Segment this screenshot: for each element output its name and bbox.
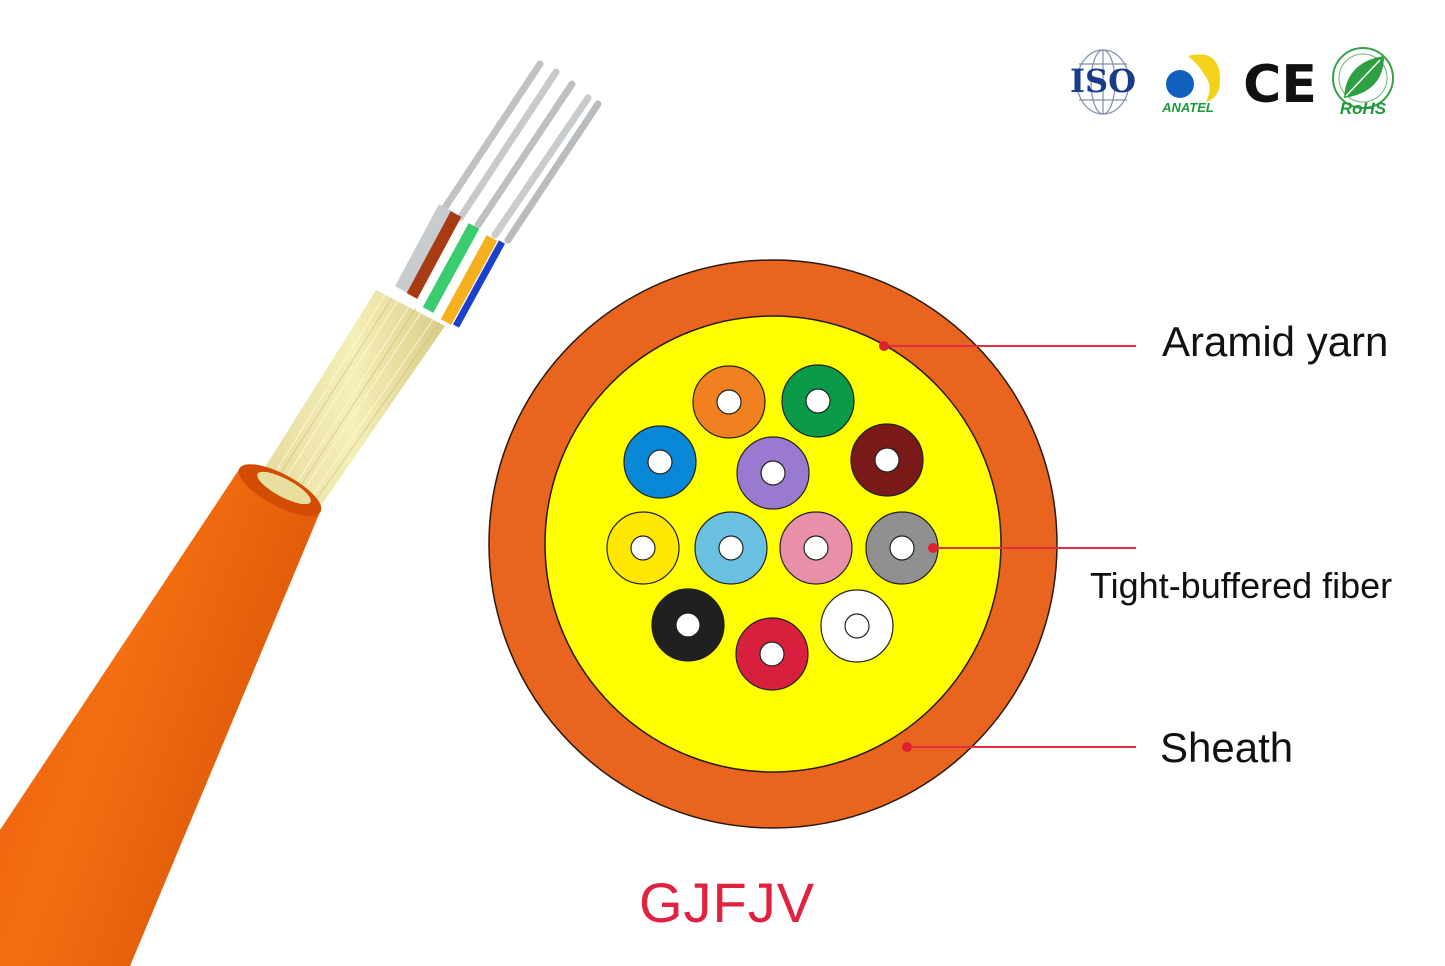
fiber-violet bbox=[736, 436, 810, 510]
certification-logos: ISO ANATEL CE RoHS bbox=[1062, 46, 1398, 118]
fiber-bundle bbox=[606, 364, 939, 691]
fiber-red bbox=[735, 617, 809, 691]
cable-illustration bbox=[0, 60, 602, 966]
leader-sheath bbox=[902, 742, 1136, 752]
tight-buffers bbox=[394, 204, 506, 328]
label-aramid-yarn: Aramid yarn bbox=[1162, 318, 1389, 365]
iso-logo-icon: ISO bbox=[1070, 49, 1136, 115]
cross-section bbox=[488, 259, 1136, 829]
fiber-white bbox=[820, 589, 894, 663]
aramid-yarn-bundle bbox=[262, 290, 445, 510]
leader-aramid bbox=[879, 341, 1136, 351]
model-title: GJFJV bbox=[639, 871, 816, 934]
rohs-logo-icon: RoHS bbox=[1332, 47, 1394, 118]
fiber-orange bbox=[692, 365, 766, 439]
ce-logo-icon: CE bbox=[1243, 55, 1317, 115]
label-sheath: Sheath bbox=[1160, 724, 1294, 771]
fiber-rose bbox=[779, 511, 853, 585]
fiber-black bbox=[651, 588, 725, 662]
fiber-brown bbox=[850, 423, 924, 497]
cable-jacket bbox=[0, 464, 322, 966]
fiber-aqua bbox=[694, 511, 768, 585]
anatel-logo-icon: ANATEL bbox=[1161, 54, 1220, 115]
leader-lines bbox=[879, 341, 1136, 752]
bare-fibers bbox=[436, 60, 602, 244]
fiber-blue bbox=[623, 425, 697, 499]
fiber-yellow bbox=[606, 511, 680, 585]
svg-text:CE: CE bbox=[1243, 55, 1317, 115]
svg-text:RoHS: RoHS bbox=[1340, 99, 1387, 118]
fiber-slate bbox=[865, 511, 939, 585]
svg-text:ISO: ISO bbox=[1070, 62, 1136, 100]
label-tight-buffered-fiber: Tight-buffered fiber bbox=[1090, 565, 1393, 606]
fiber-green bbox=[781, 364, 855, 438]
svg-text:ANATEL: ANATEL bbox=[1161, 100, 1214, 115]
leader-fiber bbox=[928, 543, 1136, 553]
